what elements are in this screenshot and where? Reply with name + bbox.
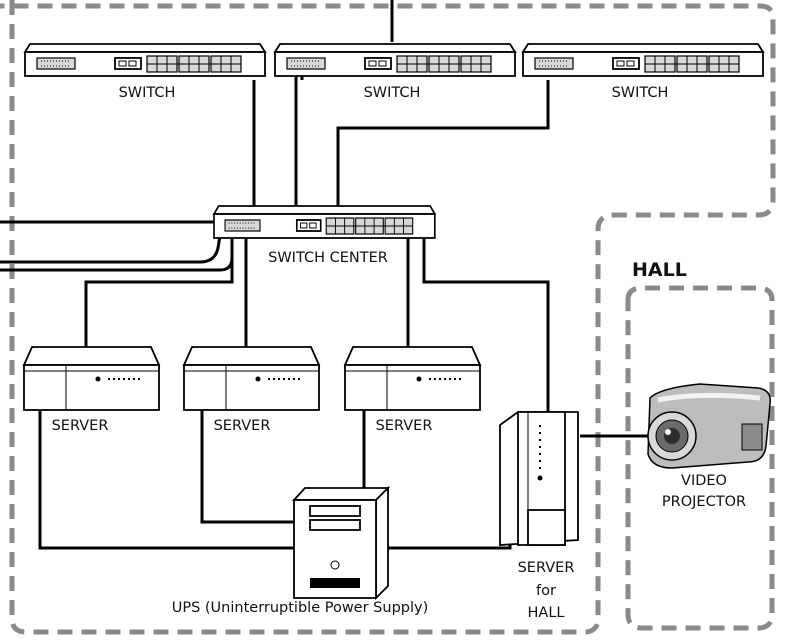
server-2-label: SERVER (214, 418, 271, 434)
ups-label: UPS (Uninterruptible Power Supply) (172, 600, 429, 616)
switch-3-label: SWITCH (612, 85, 669, 101)
server-icon (345, 347, 480, 410)
server-hall-label-3: HALL (528, 605, 565, 621)
server-icon (184, 347, 319, 410)
video-projector: VIDEO PROJECTOR (648, 384, 770, 510)
ups: UPS (Uninterruptible Power Supply) (172, 488, 429, 616)
server-2: SERVER (184, 347, 319, 434)
switch-icon (275, 44, 515, 76)
switch-3: SWITCH (523, 44, 763, 101)
switch-1: SWITCH (25, 44, 265, 101)
switch-icon (523, 44, 763, 76)
server-3-label: SERVER (376, 418, 433, 434)
server-1-label: SERVER (52, 418, 109, 434)
server-icon (24, 347, 159, 410)
switch-1-label: SWITCH (119, 85, 176, 101)
hall-title: HALL (632, 259, 687, 281)
server-1: SERVER (24, 347, 159, 434)
tower-server-icon (500, 412, 578, 545)
projector-label-1: VIDEO (681, 473, 727, 489)
server-for-hall: SERVER for HALL (500, 412, 578, 621)
video-projector-icon (648, 384, 770, 468)
switch-icon (25, 44, 265, 76)
server-hall-label-1: SERVER (518, 560, 575, 576)
switch-icon (214, 206, 435, 238)
projector-label-2: PROJECTOR (662, 494, 746, 510)
switch-2-label: SWITCH (364, 85, 421, 101)
switch-center-label: SWITCH CENTER (268, 250, 388, 266)
server-hall-label-2: for (536, 583, 556, 599)
ups-icon (294, 488, 388, 598)
switch-2: SWITCH (275, 44, 515, 101)
